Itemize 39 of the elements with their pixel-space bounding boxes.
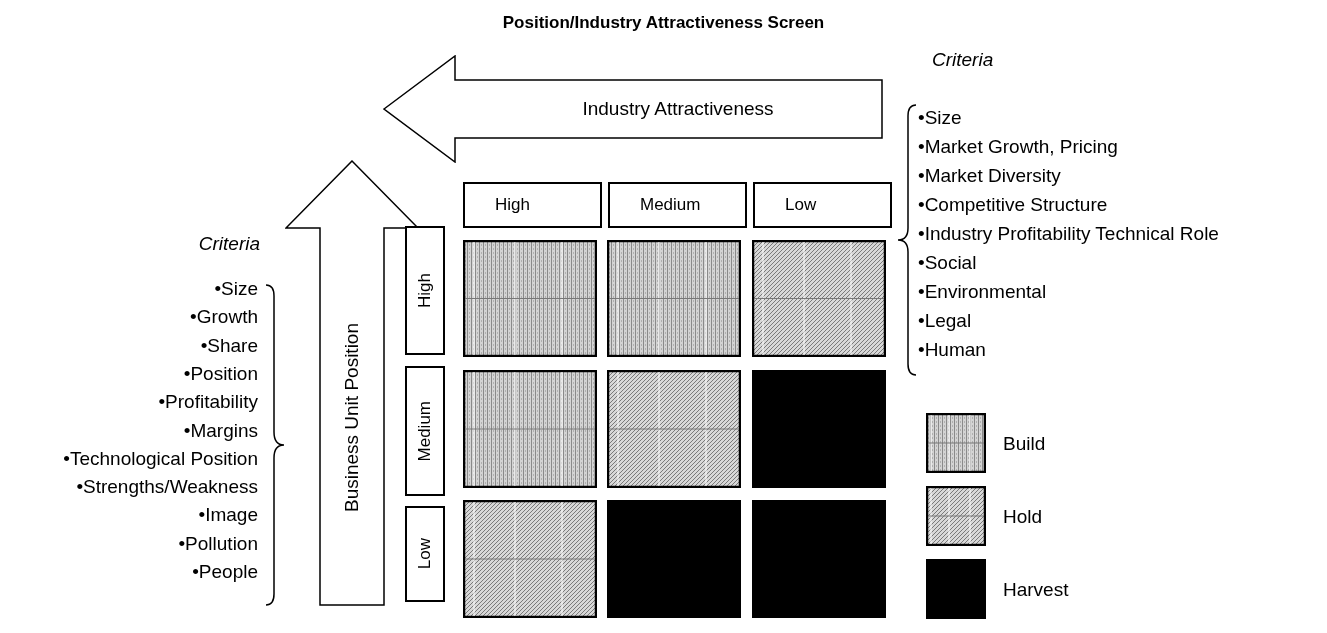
- criteria-item: •Pollution: [177, 531, 258, 556]
- criteria-item: •Technological Position: [62, 446, 258, 471]
- row-header: Medium: [405, 366, 445, 496]
- legend-label: Build: [1003, 432, 1046, 456]
- criteria-item: •Position: [182, 361, 258, 386]
- criteria-item: •Market Growth, Pricing: [918, 135, 1118, 159]
- criteria-item: •Image: [197, 503, 258, 528]
- column-header: Medium: [608, 182, 747, 228]
- criteria-heading: Criteria: [197, 232, 260, 256]
- criteria-item: •Size: [918, 106, 962, 130]
- criteria-item: •Market Diversity: [918, 164, 1061, 188]
- criteria-item: •Strengths/Weakness: [75, 475, 258, 500]
- hatched-square: [607, 500, 741, 618]
- block-arrow: [285, 160, 419, 606]
- arrow-label: Business Unit Position: [339, 323, 363, 513]
- criteria-item: •Social: [918, 251, 977, 275]
- block-arrow: [383, 55, 883, 163]
- legend-label: Hold: [1003, 505, 1043, 529]
- criteria-item: •Growth: [189, 305, 258, 330]
- arrow-label: Industry Attractiveness: [581, 97, 775, 121]
- criteria-item: •Share: [199, 333, 258, 358]
- diagram-title: Position/Industry Attractiveness Screen: [501, 12, 826, 34]
- row-header: High: [405, 226, 445, 355]
- hatched-square: [752, 370, 886, 488]
- column-header: High: [463, 182, 602, 228]
- criteria-heading: Criteria: [932, 48, 994, 72]
- legend-label: Harvest: [1003, 578, 1069, 602]
- criteria-item: •Margins: [182, 418, 258, 443]
- criteria-item: •Industry Profitability Technical Role: [918, 222, 1219, 246]
- hatched-square: [752, 500, 886, 618]
- criteria-item: •Size: [213, 277, 258, 301]
- criteria-item: •Competitive Structure: [918, 193, 1108, 217]
- criteria-item: •Human: [918, 338, 986, 362]
- criteria-item: •Profitability: [157, 390, 258, 415]
- row-header: Low: [405, 506, 445, 602]
- criteria-item: •Environmental: [918, 280, 1047, 304]
- criteria-item: •People: [191, 560, 258, 584]
- criteria-item: •Legal: [918, 309, 972, 333]
- column-header: Low: [753, 182, 892, 228]
